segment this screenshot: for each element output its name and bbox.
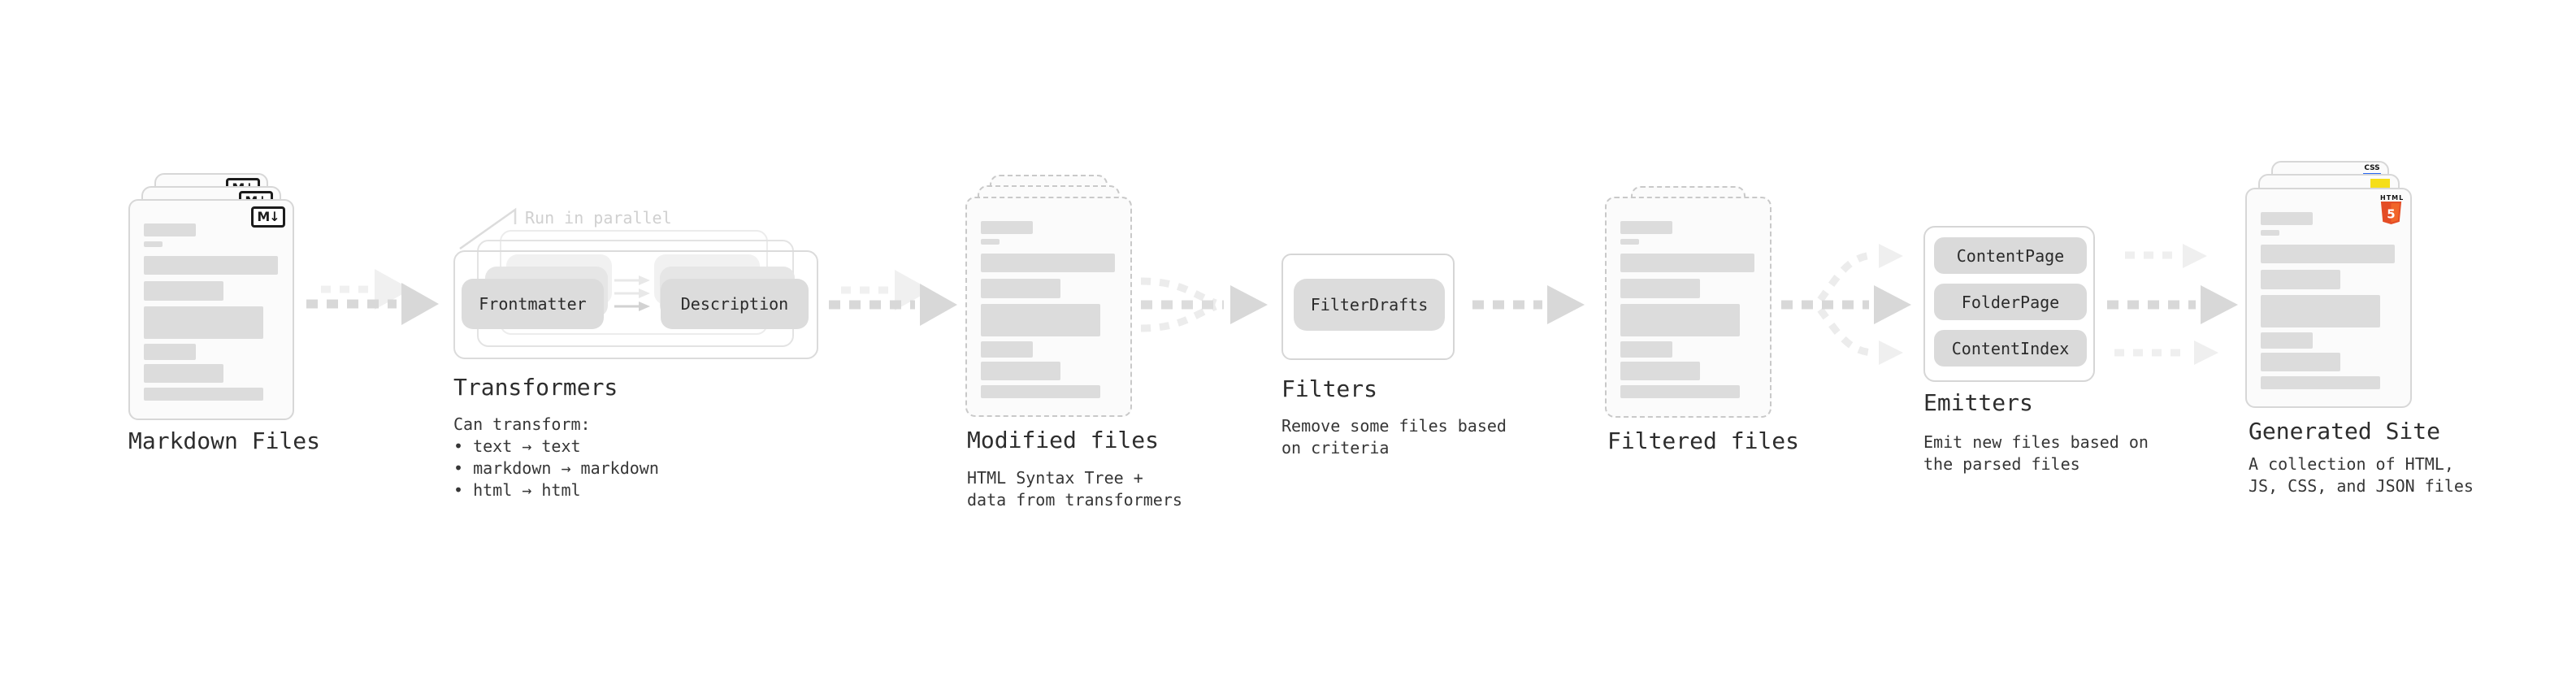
arrow-markdown-to-transformers-ghost	[321, 269, 411, 310]
text-placeholder-bar	[1620, 362, 1700, 380]
transformers-bullet-list: • text → text • markdown → markdown • ht…	[453, 436, 659, 501]
transformer-pill-description: Description	[661, 279, 809, 329]
text-placeholder-bar	[2261, 376, 2380, 389]
text-placeholder-bar	[981, 239, 1000, 245]
modified-file-card	[965, 197, 1132, 417]
generated-html-file-card: HTML 5	[2245, 188, 2412, 408]
text-placeholder-bar	[2261, 245, 2395, 263]
subtitle-line: data from transformers	[967, 490, 1182, 510]
text-placeholder-bar	[1620, 385, 1740, 398]
transformers-subtitle: Can transform:	[453, 414, 591, 434]
filter-pill-filterdrafts: FilterDrafts	[1294, 279, 1445, 331]
text-placeholder-bar	[981, 362, 1060, 380]
text-placeholder-bar	[144, 223, 196, 236]
filters-subtitle: Remove some files based on criteria	[1281, 415, 1507, 459]
subtitle-line: on criteria	[1281, 438, 1390, 458]
text-placeholder-bar	[981, 279, 1060, 298]
bullet-item: • text → text	[453, 436, 581, 456]
stage-title-filtered-files: Filtered files	[1607, 427, 1800, 454]
text-placeholder-bar	[144, 344, 196, 360]
subtitle-line: the parsed files	[1923, 454, 2080, 474]
markdown-icon: M↓	[251, 206, 285, 228]
transformer-pill-frontmatter: Frontmatter	[462, 279, 604, 329]
stage-title-filters: Filters	[1281, 375, 1378, 402]
transformer-mini-arrows	[614, 275, 650, 311]
text-placeholder-bar	[144, 364, 223, 383]
text-placeholder-bar	[1620, 221, 1672, 234]
markdown-file-card: M↓	[128, 199, 294, 420]
subtitle-line: Emit new files based on	[1923, 432, 2149, 452]
run-in-parallel-label: Run in parallel	[525, 208, 672, 228]
bullet-item: • markdown → markdown	[453, 458, 659, 478]
css-label: CSS	[2364, 164, 2380, 172]
html5-shield: 5	[2380, 202, 2402, 224]
emitter-pill-folderpage: FolderPage	[1934, 284, 2087, 320]
stage-title-markdown-files: Markdown Files	[128, 427, 321, 454]
arrow-emitters-to-generated	[2107, 244, 2238, 365]
transformers-container	[453, 250, 818, 359]
subtitle-line: Remove some files based	[1281, 416, 1507, 436]
text-placeholder-bar	[144, 388, 263, 401]
subtitle-line: A collection of HTML,	[2249, 454, 2454, 474]
emitters-subtitle: Emit new files based on the parsed files	[1923, 432, 2149, 475]
text-placeholder-bar	[981, 385, 1100, 398]
stage-title-modified-files: Modified files	[967, 427, 1160, 453]
text-placeholder-bar	[981, 254, 1115, 272]
text-placeholder-bar	[2261, 295, 2380, 327]
bullet-item: • html → html	[453, 480, 581, 500]
subtitle-line: JS, CSS, and JSON files	[2249, 476, 2474, 496]
html5-icon: HTML 5	[2380, 194, 2405, 228]
javascript-icon	[2370, 179, 2390, 190]
subtitle-line: HTML Syntax Tree +	[967, 468, 1143, 488]
text-placeholder-bar	[981, 304, 1100, 336]
text-placeholder-bar	[2261, 212, 2313, 225]
text-placeholder-bar	[2261, 270, 2340, 289]
stage-title-emitters: Emitters	[1923, 389, 2033, 416]
stage-title-generated-site: Generated Site	[2249, 418, 2441, 445]
text-placeholder-bar	[2261, 353, 2340, 371]
text-placeholder-bar	[144, 241, 163, 247]
arrow-filters-to-filtered	[1472, 285, 1585, 324]
text-placeholder-bar	[1620, 304, 1740, 336]
text-placeholder-bar	[144, 281, 223, 301]
arrow-markdown-to-transformers	[306, 283, 439, 325]
arrow-filtered-to-emitters	[1781, 244, 1911, 365]
text-placeholder-bar	[1620, 279, 1700, 298]
arrow-modified-to-filters	[1140, 277, 1268, 332]
modified-files-subtitle: HTML Syntax Tree + data from transformer…	[967, 467, 1182, 511]
text-placeholder-bar	[981, 221, 1033, 234]
text-placeholder-bar	[981, 341, 1033, 358]
text-placeholder-bar	[2261, 230, 2279, 236]
svg-text:5: 5	[2387, 207, 2395, 222]
emitter-pill-contentindex: ContentIndex	[1934, 330, 2087, 367]
emitter-pill-contentpage: ContentPage	[1934, 237, 2087, 274]
generated-site-subtitle: A collection of HTML, JS, CSS, and JSON …	[2249, 453, 2474, 497]
text-placeholder-bar	[2261, 332, 2313, 349]
text-placeholder-bar	[1620, 341, 1672, 358]
callout-line	[459, 207, 517, 250]
text-placeholder-bar	[144, 306, 263, 339]
arrow-transformers-to-modified	[829, 284, 957, 326]
text-placeholder-bar	[1620, 254, 1754, 272]
text-placeholder-bar	[1620, 239, 1639, 245]
arrow-transformers-to-modified-ghost	[841, 270, 931, 310]
stage-title-transformers: Transformers	[453, 374, 618, 401]
html5-wordmark: HTML	[2380, 194, 2405, 202]
text-placeholder-bar	[144, 256, 278, 275]
filtered-file-card	[1605, 197, 1772, 418]
